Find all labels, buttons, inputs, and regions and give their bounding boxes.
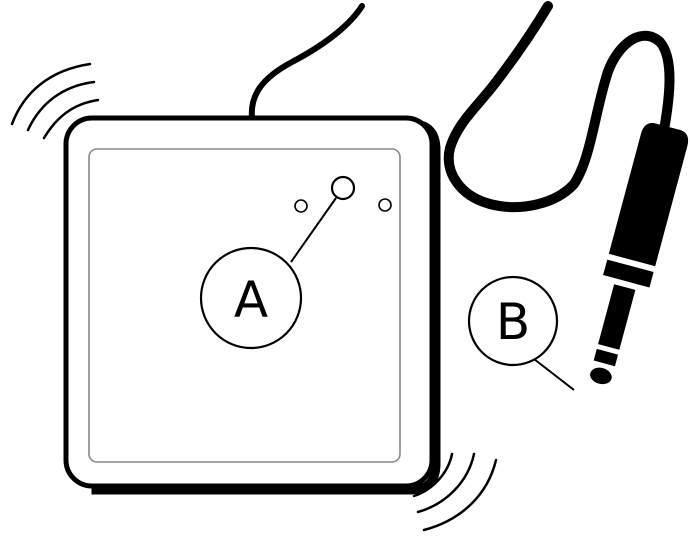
jack-ring	[593, 348, 619, 367]
vibration-arcs-top-left	[10, 62, 100, 140]
callout-a-circle	[199, 246, 303, 350]
vibration-arcs-bottom-right	[412, 452, 498, 532]
callout-a: A	[199, 197, 337, 350]
callout-b-circle	[467, 275, 559, 367]
jack-tip	[590, 367, 612, 385]
indicator-light	[330, 175, 356, 201]
callout-b-label: B	[496, 293, 530, 351]
jack-sleeve	[598, 284, 636, 350]
jack-handle	[608, 123, 689, 267]
small-hole-left	[294, 199, 308, 213]
small-hole-right	[378, 198, 392, 212]
jack-band	[603, 259, 654, 288]
jack-cable	[443, 1, 675, 212]
callout-b: B	[467, 275, 575, 391]
audio-jack-plug	[590, 123, 689, 385]
callout-a-leader	[290, 197, 337, 263]
callout-b-leader	[533, 358, 575, 391]
device-cable	[248, 3, 365, 121]
callout-a-label: A	[234, 271, 268, 329]
